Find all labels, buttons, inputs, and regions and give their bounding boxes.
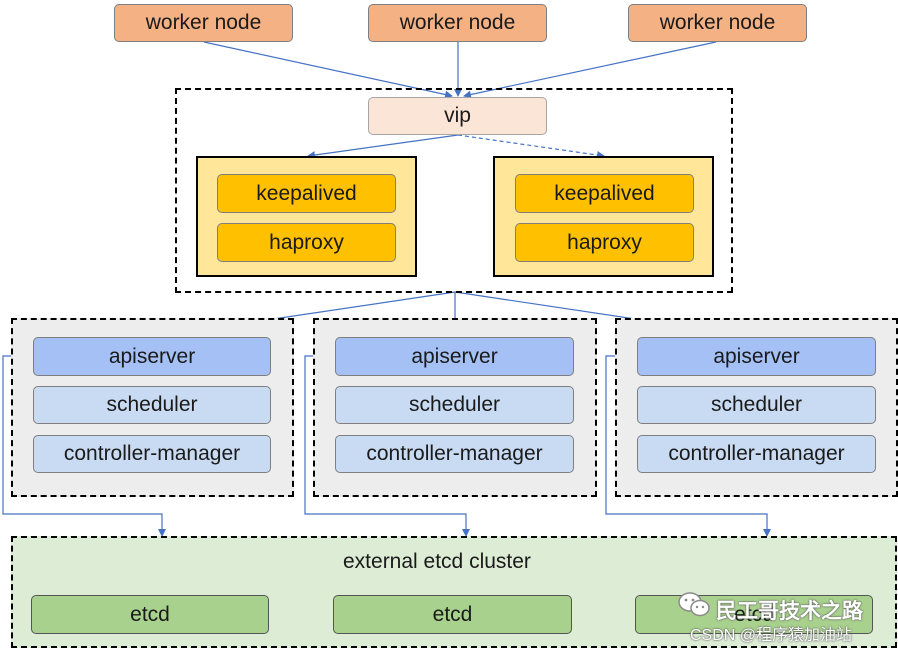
controller-manager-box-1: controller-manager: [33, 435, 271, 473]
haproxy-label: haproxy: [567, 230, 642, 254]
watermark-source: CSDN @程序猿加油站: [690, 627, 853, 644]
apiserver-label: apiserver: [108, 344, 196, 368]
controller-manager-box-2: controller-manager: [335, 435, 574, 473]
worker-node-label: worker node: [659, 11, 776, 34]
etcd-label: etcd: [130, 602, 170, 626]
etcd-node-1: etcd: [31, 595, 269, 634]
scheduler-label: scheduler: [710, 393, 803, 416]
controller-manager-label: controller-manager: [63, 442, 241, 465]
controller-manager-box-3: controller-manager: [637, 435, 876, 473]
worker-node-1: worker node: [114, 4, 293, 42]
scheduler-box-2: scheduler: [335, 386, 574, 424]
watermark-name: 民工哥技术之路: [716, 600, 863, 623]
apiserver-box-1: apiserver: [33, 337, 271, 376]
arrow-worker1-vip: [203, 41, 453, 99]
load-balancer-group: [175, 88, 733, 293]
keepalived-box-1: keepalived: [217, 174, 396, 213]
scheduler-label: scheduler: [408, 393, 501, 416]
apiserver-box-2: apiserver: [335, 337, 574, 376]
keepalived-label: keepalived: [554, 181, 655, 205]
keepalived-box-2: keepalived: [515, 174, 694, 213]
apiserver-box-3: apiserver: [637, 337, 876, 376]
keepalived-label: keepalived: [256, 181, 357, 205]
etcd-label: etcd: [432, 602, 473, 626]
scheduler-box-3: scheduler: [637, 386, 876, 424]
vip-box: vip: [368, 97, 547, 135]
haproxy-box-1: haproxy: [217, 223, 396, 262]
scheduler-label: scheduler: [106, 393, 198, 416]
etcd-node-3: etcd: [635, 595, 873, 634]
apiserver-label: apiserver: [713, 344, 800, 368]
etcd-label: etcd: [734, 602, 774, 626]
arrow-worker3-vip: [463, 41, 717, 99]
etcd-cluster-title: external etcd cluster: [343, 550, 531, 573]
scheduler-box-1: scheduler: [33, 386, 271, 424]
worker-node-label: worker node: [145, 11, 262, 34]
worker-node-3: worker node: [628, 4, 807, 42]
haproxy-label: haproxy: [269, 230, 344, 254]
apiserver-label: apiserver: [411, 344, 498, 368]
worker-node-label: worker node: [399, 11, 516, 34]
etcd-node-2: etcd: [333, 595, 572, 634]
arrow-vip-lb2: [457, 134, 605, 159]
worker-node-2: worker node: [368, 4, 547, 42]
wechat-icon: [678, 592, 710, 617]
haproxy-box-2: haproxy: [515, 223, 694, 262]
arrow-vip-lb1: [307, 134, 459, 159]
vip-label: vip: [444, 104, 471, 127]
controller-manager-label: controller-manager: [668, 442, 845, 465]
controller-manager-label: controller-manager: [366, 442, 543, 465]
